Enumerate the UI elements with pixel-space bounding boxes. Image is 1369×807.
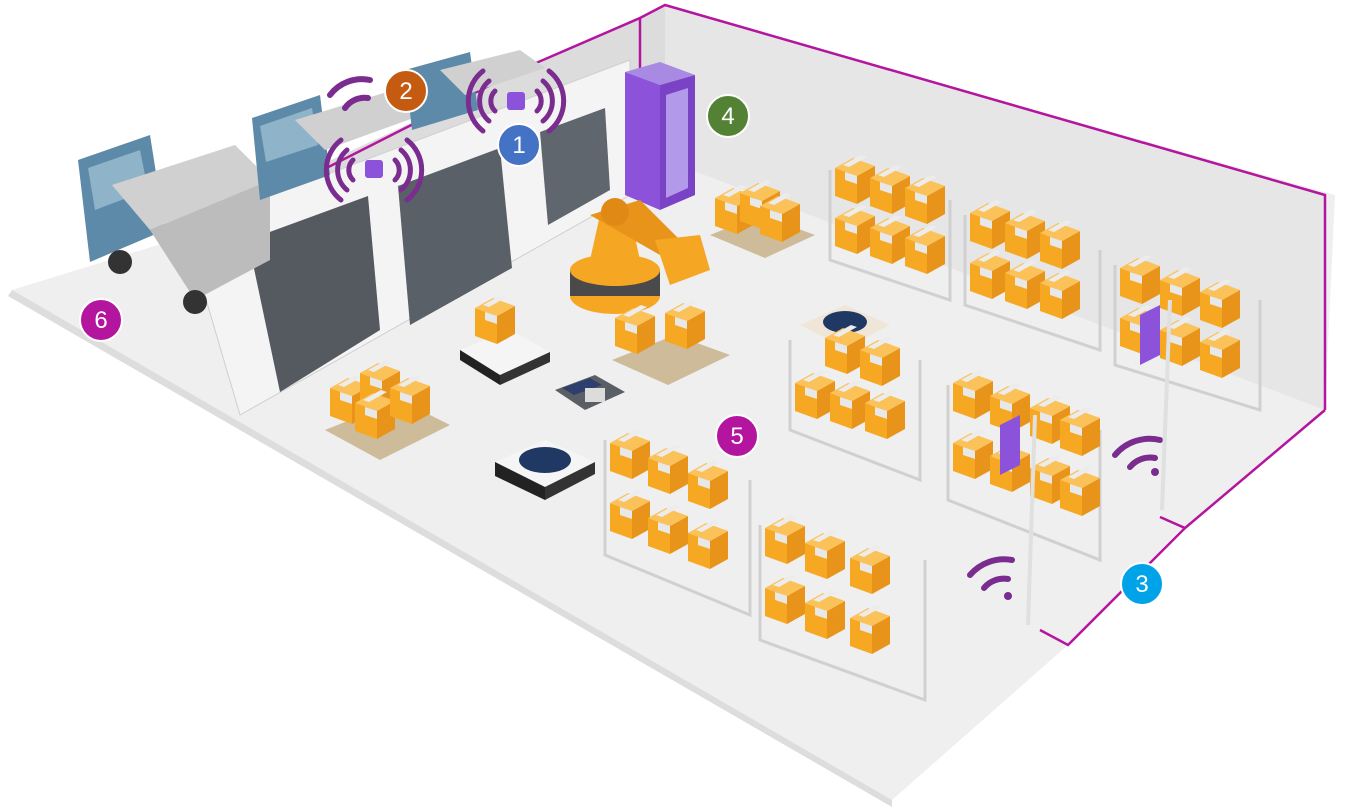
marker-circle — [706, 94, 750, 138]
agv-robot-icon — [495, 440, 595, 500]
storage-shelf-icon — [946, 370, 1102, 563]
pallet-icon — [325, 360, 450, 460]
rfid-reader-icon — [507, 92, 525, 110]
handheld-terminal-icon — [555, 375, 625, 410]
wireless-signal-icon — [1112, 435, 1163, 476]
server-rack-icon — [625, 62, 695, 210]
dock-door-1 — [248, 196, 380, 392]
wireless-signal-icon — [327, 76, 373, 111]
marker-label: 3 — [1135, 571, 1148, 598]
marker-circle — [384, 69, 428, 113]
floor-front-edge — [8, 290, 892, 807]
marker-3: 3 — [1120, 562, 1164, 606]
storage-shelf-icon — [603, 430, 752, 618]
agv-robot-icon — [460, 295, 550, 385]
storage-shelf-icon — [758, 515, 927, 703]
wireless-signal-icon — [967, 556, 1015, 600]
rfid-reader-icon — [365, 160, 383, 178]
storage-shelf-icon — [828, 155, 952, 303]
marker-circle — [715, 414, 759, 458]
storage-shelf-icon — [788, 325, 922, 483]
marker-2: 2 — [384, 69, 428, 113]
marker-1: 1 — [497, 123, 541, 167]
dock-door-3 — [540, 108, 610, 225]
dock-door-2 — [398, 148, 512, 325]
robot-arm-icon — [570, 198, 710, 314]
storage-shelf-icon — [963, 200, 1102, 353]
rfid-gate-icon — [1000, 414, 1037, 626]
pallet-icon — [612, 300, 730, 385]
marker-label: 2 — [399, 78, 412, 105]
marker-circle — [497, 123, 541, 167]
marker-label: 4 — [721, 103, 734, 130]
rfid-gate-icon — [1140, 299, 1172, 511]
storage-shelf-icon — [1113, 255, 1262, 413]
marker-label: 1 — [512, 132, 525, 159]
marker-circle — [1120, 562, 1164, 606]
marker-label: 6 — [94, 307, 107, 334]
marker-circle — [79, 298, 123, 342]
marker-5: 5 — [715, 414, 759, 458]
marker-4: 4 — [706, 94, 750, 138]
marker-label: 5 — [730, 423, 743, 450]
pallet-icon — [710, 180, 815, 258]
truck-icon — [78, 135, 270, 314]
marker-6: 6 — [79, 298, 123, 342]
truck-icon — [405, 50, 545, 130]
